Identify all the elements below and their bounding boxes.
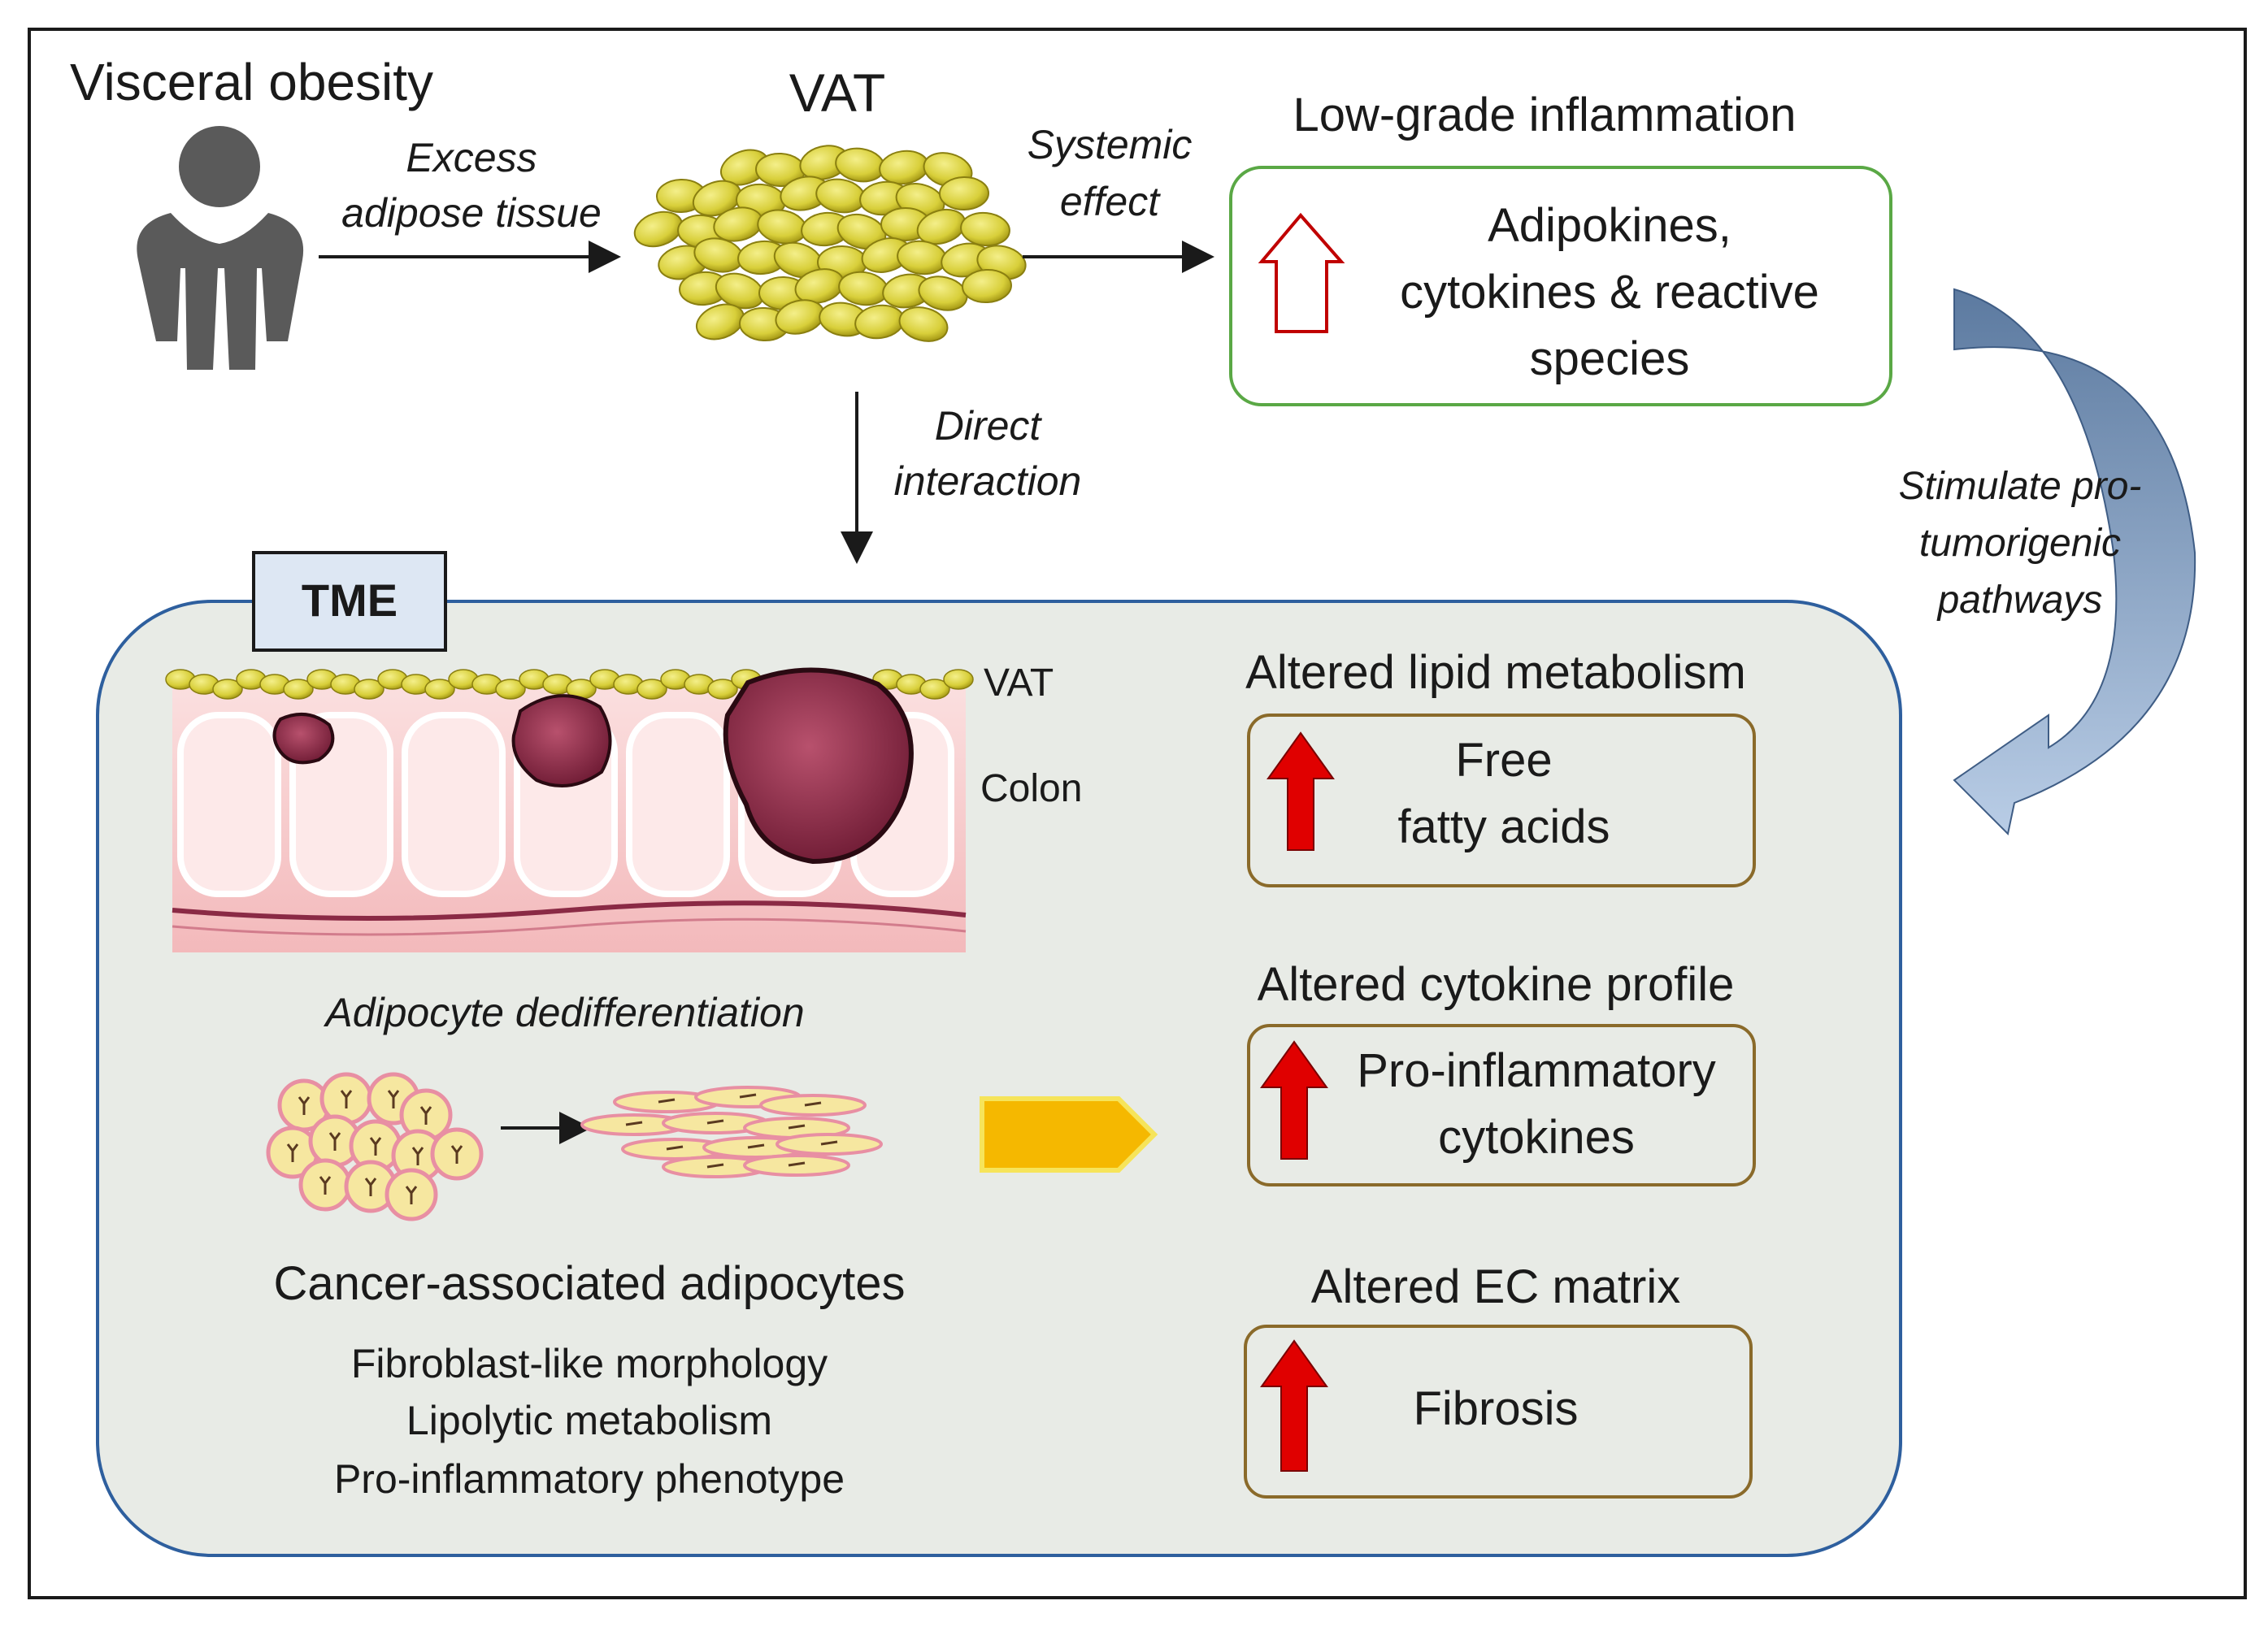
direct-label-1: Direct: [934, 403, 1041, 449]
fat-cell: [354, 679, 385, 700]
inflammation-text-2: cytokines & reactive: [1400, 266, 1819, 319]
colon-crypt: [177, 712, 281, 897]
tumor-small: [272, 712, 335, 765]
nucleus-mark: [387, 1090, 400, 1108]
pentagon-arrow: [980, 1096, 1158, 1173]
stimulate-label-1: Stimulate pro-: [1898, 465, 2142, 508]
fat-cell: [283, 679, 314, 700]
colon-vat-label: VAT: [984, 662, 1054, 705]
hollow-up-arrow-icon: [1258, 212, 1345, 333]
ec-text: Fibrosis: [1413, 1382, 1579, 1435]
curved-arrow-stimulate: [1953, 288, 2196, 836]
caa-item: Fibroblast-like morphology: [350, 1341, 828, 1386]
nucleus-mark: [706, 1119, 724, 1125]
systemic-label-2: effect: [1059, 179, 1160, 224]
person-obese-icon: [137, 126, 304, 370]
cytokine-text-1: Pro-inflammatory: [1357, 1044, 1716, 1097]
fat-cell: [962, 268, 1012, 304]
vat-title: VAT: [789, 63, 886, 123]
nucleus-mark: [319, 1176, 332, 1195]
lipid-title: Altered lipid metabolism: [1245, 646, 1746, 699]
fat-cell: [212, 679, 243, 700]
nucleus-mark: [369, 1137, 382, 1156]
nucleus-mark: [340, 1090, 353, 1108]
nucleus-mark: [298, 1096, 311, 1115]
colon-crypt: [626, 712, 730, 897]
caa-item: Pro-inflammatory phenotype: [333, 1456, 845, 1502]
fat-cell: [707, 679, 738, 700]
fat-cell: [898, 306, 949, 342]
lipid-text-2: fatty acids: [1397, 800, 1610, 853]
colon-label: Colon: [980, 767, 1083, 810]
stimulate-label-2: tumorigenic: [1918, 522, 2122, 565]
red-up-arrow-icon: [1267, 731, 1335, 851]
caa-title: Cancer-associated adipocytes: [273, 1257, 906, 1310]
vat-fat-cluster: [633, 145, 1027, 342]
nucleus-mark: [747, 1143, 765, 1149]
nucleus-mark: [788, 1161, 806, 1167]
fat-cell: [695, 303, 745, 341]
nucleus-mark: [364, 1178, 377, 1196]
colon-illustration: [165, 667, 974, 952]
fat-cell: [424, 679, 455, 700]
cytokine-box: [1247, 1024, 1756, 1186]
tumor-medium: [511, 694, 612, 788]
tme-label-box: [252, 551, 447, 652]
ec-box: [1244, 1325, 1753, 1499]
nucleus-mark: [411, 1147, 424, 1165]
nucleus-mark: [405, 1186, 418, 1204]
inflammation-title: Low-grade inflammation: [1293, 89, 1797, 141]
systemic-label-1: Systemic: [1027, 122, 1193, 167]
nucleus-mark: [419, 1106, 432, 1125]
excess-label-2: adipose tissue: [341, 190, 602, 236]
inflammation-text-3: species: [1529, 332, 1690, 385]
fat-cell: [943, 669, 974, 690]
dediff-label: Adipocyte dedifferentiation: [325, 990, 805, 1035]
fat-cell: [918, 275, 968, 311]
nucleus-mark: [706, 1163, 724, 1169]
inflammation-text-1: Adipokines,: [1488, 199, 1731, 252]
stimulate-label-3: pathways: [1937, 579, 2103, 622]
red-up-arrow-icon: [1260, 1040, 1328, 1160]
fat-cell: [919, 679, 950, 700]
adipocytes-round-cluster: [266, 1072, 484, 1221]
tumor-large: [723, 667, 914, 865]
adipocytes-elongated-cluster: [580, 1086, 883, 1178]
nucleus-mark: [658, 1098, 676, 1104]
visceral-obesity-title: Visceral obesity: [70, 53, 434, 111]
nucleus-mark: [820, 1140, 838, 1146]
nucleus-mark: [804, 1101, 822, 1107]
tme-label: TME: [301, 575, 398, 626]
nucleus-mark: [625, 1121, 643, 1126]
nucleus-mark: [739, 1093, 757, 1099]
lipid-box: [1247, 714, 1756, 887]
nucleus-mark: [788, 1124, 806, 1130]
excess-label-1: Excess: [406, 135, 537, 180]
lipid-text-1: Free: [1455, 734, 1553, 787]
nucleus-mark: [666, 1145, 684, 1151]
cytokine-title: Altered cytokine profile: [1257, 958, 1735, 1011]
nucleus-mark: [286, 1143, 299, 1162]
fat-cell: [495, 679, 526, 700]
nucleus-mark: [450, 1145, 463, 1164]
fat-cell: [939, 176, 989, 211]
cytokine-text-2: cytokines: [1438, 1111, 1635, 1164]
ec-title: Altered EC matrix: [1310, 1260, 1681, 1313]
colon-crypt: [402, 712, 506, 897]
fat-cell: [637, 679, 667, 700]
fat-cell: [960, 211, 1010, 247]
direct-label-2: interaction: [893, 458, 1082, 504]
caa-item: Lipolytic metabolism: [406, 1398, 773, 1443]
red-up-arrow-icon: [1260, 1339, 1328, 1472]
nucleus-mark: [328, 1132, 341, 1151]
inflammation-box: [1229, 166, 1892, 406]
